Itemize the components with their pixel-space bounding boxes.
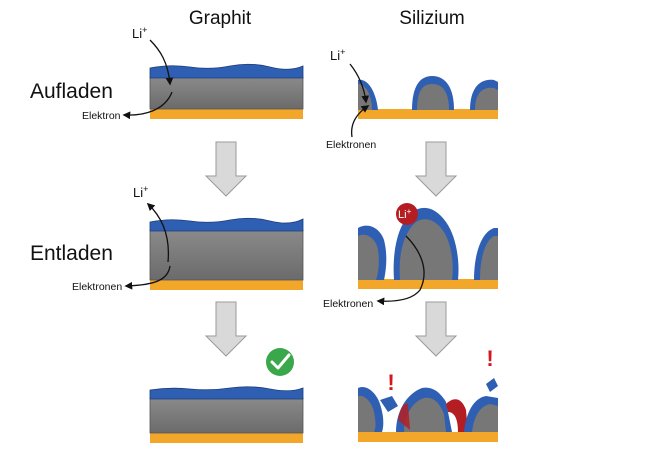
- row-label-charging: Aufladen: [30, 80, 113, 103]
- exclamation-icon-1: !: [387, 370, 394, 395]
- graphite-anode-discharging: [149, 217, 304, 290]
- electron-arrow-4: [376, 235, 425, 306]
- electron-arrow-1: [122, 91, 173, 120]
- li-ion-arrow-3: [349, 63, 370, 104]
- svg-text:Li+: Li+: [398, 207, 412, 221]
- down-arrow-silicon-1: [414, 141, 458, 197]
- electron-label: Elektron: [82, 110, 121, 122]
- down-arrow-silicon-2: [414, 301, 458, 357]
- exclamation-icon-2: !: [486, 346, 493, 371]
- column-title-silicon: Silizium: [399, 8, 464, 29]
- column-title-graphite: Graphit: [189, 8, 252, 29]
- down-arrow-graphite-2: [204, 301, 248, 357]
- silicon-anode-charging: [358, 76, 498, 119]
- li-ion-label-3: Li+: [330, 47, 345, 63]
- li-ion-arrow-1: [149, 39, 174, 86]
- li-ion-label-1: Li+: [132, 25, 147, 41]
- graphite-anode-charging: [149, 63, 304, 119]
- li-ion-label-2: Li+: [133, 184, 148, 200]
- silicon-anode-discharging: [358, 207, 498, 289]
- electron-arrow-3: [350, 105, 370, 138]
- electrons-label-1: Elektronen: [72, 281, 122, 293]
- li-ion-bubble: Li+: [396, 203, 418, 225]
- electron-arrow-2: [124, 265, 171, 290]
- electrons-label-3: Elektronen: [323, 298, 373, 310]
- graphite-anode-after-cycle: [149, 386, 304, 443]
- silicon-anode-degraded: [358, 378, 498, 442]
- electrons-label-2: Elektronen: [326, 139, 376, 151]
- down-arrow-graphite-1: [204, 141, 248, 197]
- row-label-discharging: Entladen: [30, 242, 113, 265]
- svg-text:!: !: [486, 346, 493, 371]
- check-circle-icon: [266, 348, 294, 376]
- li-ion-arrow-2: [146, 202, 170, 263]
- svg-text:!: !: [387, 370, 394, 395]
